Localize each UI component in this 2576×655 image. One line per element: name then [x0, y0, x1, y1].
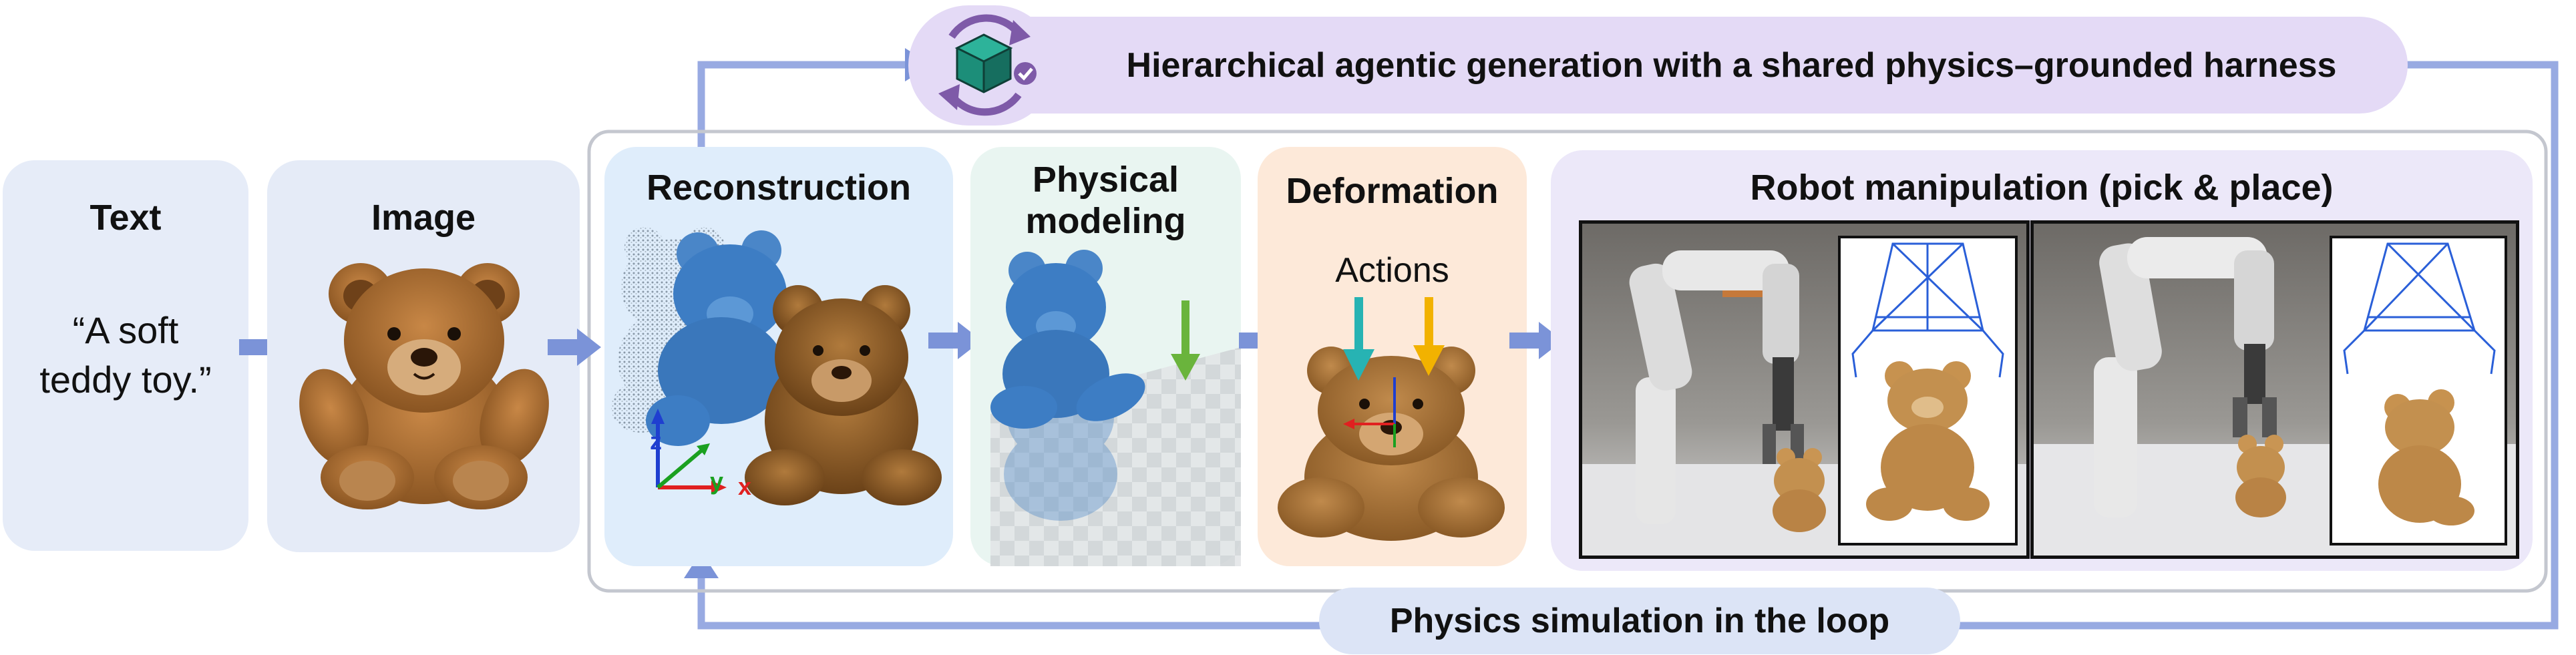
xyz-axes-icon: [651, 409, 727, 494]
deformed-teddy-bear: [1278, 347, 1505, 541]
robot-frame-2: [2030, 220, 2519, 559]
physical-panel-title: Physical modeling: [970, 159, 1241, 242]
sim-teddy-bear: [1866, 361, 1990, 521]
cube-cycle-icon: [938, 14, 1037, 116]
robot-panel-title: Robot manipulation (pick & place): [1750, 168, 2334, 208]
robot-scene-1: [1582, 224, 2026, 556]
flow-arrow-icon: [548, 329, 601, 366]
sim-teddy-bear: [2378, 389, 2474, 525]
gravity-arrow-icon: [1171, 300, 1200, 381]
actions-label: Actions: [1335, 251, 1449, 290]
axis-label-x: x: [738, 473, 752, 500]
reconstruction-panel: Reconstruction: [604, 147, 953, 566]
physical-modeling-illustration: [990, 250, 1241, 566]
blue-mesh-bear: [646, 230, 787, 446]
robot-arm-right: [2094, 237, 2277, 517]
blue-physics-bear: [990, 250, 1145, 429]
physical-title-line2: modeling: [1025, 201, 1186, 241]
real-teddy-small: [1773, 448, 1826, 532]
text-panel: Text “A soft teddy toy.”: [3, 160, 248, 551]
image-panel-title: Image: [371, 198, 476, 238]
top-harness-banner: Hierarchical agentic generation with a s…: [955, 17, 2408, 114]
top-banner-text: Hierarchical agentic generation with a s…: [1126, 45, 2337, 85]
action-arrow-icon: [1413, 297, 1445, 376]
robot-manipulation-panel: Robot manipulation (pick & place): [1551, 150, 2533, 571]
sim-gripper-wireframe: [1851, 242, 2004, 378]
text-prompt-line1: “A soft: [72, 309, 179, 351]
local-frame-axes: [1343, 377, 1396, 447]
axis-label-z: z: [650, 427, 662, 455]
check-badge-icon: [1014, 62, 1037, 85]
real-teddy-held: [2235, 435, 2286, 517]
teddy-bear-photo: [299, 263, 549, 509]
cube-shape: [954, 33, 1013, 93]
robot-frame-1: [1579, 220, 2030, 559]
text-panel-title: Text: [89, 198, 162, 238]
bottom-loop-line: [697, 574, 1322, 630]
robot-scene-2: [2034, 224, 2516, 556]
brown-reconstructed-bear: [745, 285, 942, 505]
sim-gripper-wireframe: [2343, 242, 2496, 375]
reconstruction-illustration: [611, 227, 942, 505]
axis-label-y: y: [710, 467, 724, 495]
robot-arm-left: [1629, 250, 1804, 524]
text-prompt: “A soft teddy toy.”: [3, 306, 248, 405]
text-prompt-line2: teddy toy.”: [39, 359, 212, 401]
flow-arrow-icon: [1509, 322, 1563, 359]
physical-title-line1: Physical: [1032, 160, 1179, 200]
deformation-illustration: [1278, 297, 1505, 541]
reconstruction-panel-title: Reconstruction: [646, 168, 912, 208]
action-arrow-icon: [1343, 297, 1374, 381]
bottom-banner-text: Physics simulation in the loop: [1389, 602, 1890, 640]
image-panel: Image: [267, 160, 580, 552]
flow-arrow-icon: [928, 322, 982, 359]
bottom-simulation-banner: Physics simulation in the loop: [1319, 588, 1960, 654]
deformation-panel-title: Deformation: [1286, 171, 1499, 211]
physical-modeling-panel: Physical modeling: [970, 147, 1241, 566]
right-loop-line: [1957, 61, 2559, 630]
deformation-panel: Deformation Actions: [1258, 147, 1527, 566]
